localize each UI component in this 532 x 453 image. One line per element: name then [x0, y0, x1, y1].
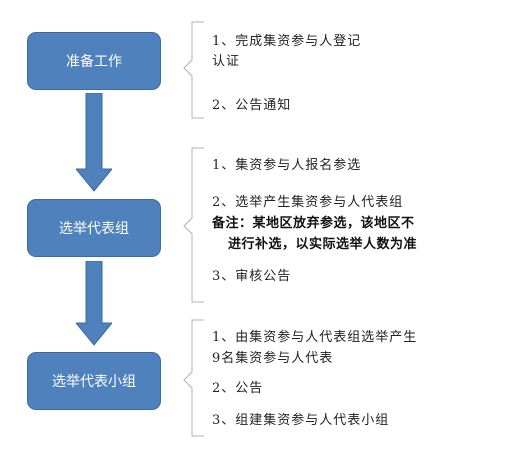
step2-note-line-1: 备注：某地区放弃参选，该地区不: [212, 216, 415, 231]
step3-item-3: 3、组建集资参与人代表小组: [212, 413, 390, 428]
step3-item-1: 1、由集资参与人代表组选举产生: [212, 330, 418, 345]
step3-item-1-cont: 9名集资参与人代表: [212, 351, 334, 366]
step2-note-line-2: 进行补选，以实际选举人数为准: [228, 237, 418, 252]
step1-item-1-cont: 认证: [212, 54, 241, 69]
bracket-1: [183, 21, 204, 119]
bracket-2: [183, 147, 204, 303]
step2-item-3: 3、审核公告: [212, 269, 292, 284]
step-box-prepare: 准备工作: [27, 32, 161, 90]
step2-item-1: 1、集资参与人报名参选: [212, 158, 362, 173]
step1-item-1: 1、完成集资参与人登记: [212, 34, 362, 49]
bracket-3: [183, 319, 204, 437]
step2-item-2: 2、选举产生集资参与人代表组: [212, 195, 404, 210]
step-label-prepare: 准备工作: [66, 54, 122, 70]
step3-item-2: 2、公告: [212, 381, 264, 396]
step1-item-2: 2、公告通知: [212, 98, 292, 113]
step-label-elect-subgroup: 选举代表小组: [52, 374, 136, 390]
down-arrow-2: [76, 261, 112, 346]
step-box-elect-group: 选举代表组: [27, 199, 161, 257]
down-arrow-1: [76, 93, 112, 192]
step-label-elect-group: 选举代表组: [59, 221, 129, 237]
step-box-elect-subgroup: 选举代表小组: [27, 352, 161, 410]
